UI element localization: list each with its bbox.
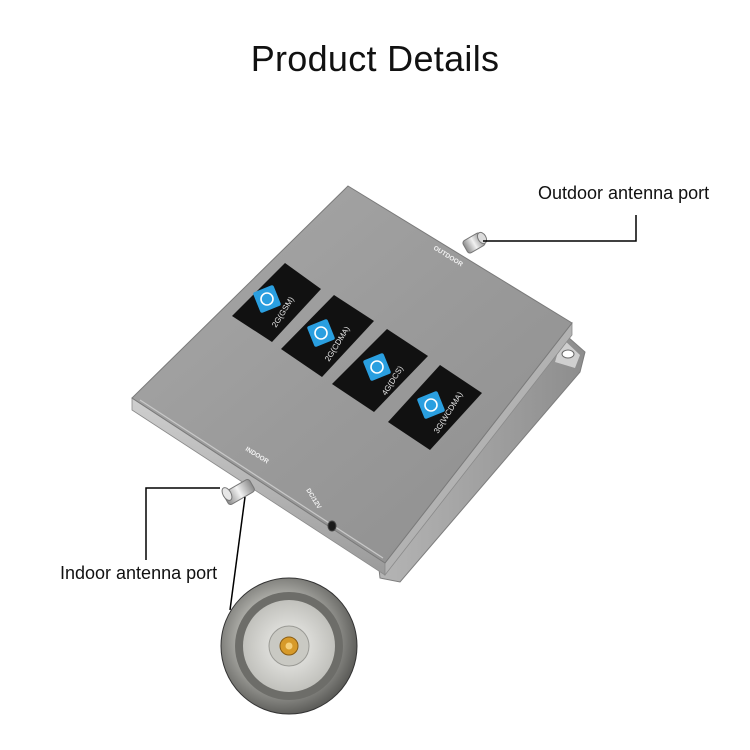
band-window-2 <box>281 295 374 377</box>
band-window-1 <box>232 263 321 342</box>
signal-icon <box>370 360 384 374</box>
signal-icon <box>314 326 328 340</box>
outdoor-antenna-connector <box>462 231 488 254</box>
indoor-antenna-connector <box>221 479 255 505</box>
signal-icon <box>260 292 274 306</box>
bracket-hole-top <box>561 349 575 359</box>
band-window-3 <box>332 329 428 412</box>
indoor-callout-line <box>145 487 220 560</box>
outdoor-antenna-callout: Outdoor antenna port <box>538 183 710 203</box>
connector-zoom-detail <box>220 577 358 715</box>
dc-power-jack <box>327 520 337 532</box>
indoor-antenna-callout: Indoor antenna port <box>60 563 218 583</box>
outdoor-callout-line <box>483 215 637 242</box>
signal-icon <box>424 398 438 412</box>
band-window-4 <box>388 365 482 450</box>
zoom-callout-line <box>229 496 246 611</box>
page-title: Product Details <box>250 38 500 79</box>
